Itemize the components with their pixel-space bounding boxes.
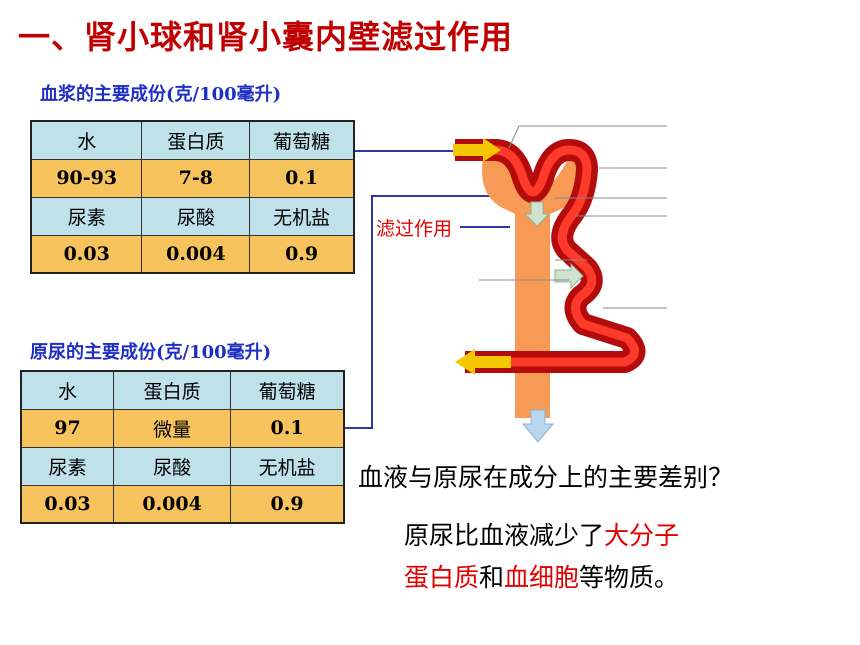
table-row: 水 蛋白质 葡萄糖 xyxy=(30,120,355,160)
question-text: 血液与原尿在成分上的主要差别？ xyxy=(358,463,734,492)
table-cell: 无机盐 xyxy=(249,196,355,236)
table-cell: 7-8 xyxy=(141,158,251,198)
answer-text: 和 xyxy=(479,563,505,592)
answer-line-1: 原尿比血液减少了大分子 xyxy=(404,516,679,552)
renal-tubule xyxy=(515,208,550,418)
table-cell: 0.1 xyxy=(249,158,355,198)
table-row: 尿素 尿酸 无机盐 xyxy=(20,446,345,486)
answer-highlight: 蛋白质 xyxy=(404,563,480,592)
table-cell: 0.03 xyxy=(30,234,143,274)
inflow-arrow-icon xyxy=(453,138,501,162)
table-row: 尿素 尿酸 无机盐 xyxy=(30,196,355,236)
table-cell: 葡萄糖 xyxy=(249,120,355,160)
table-row: 97 微量 0.1 xyxy=(20,408,345,448)
table-cell: 0.03 xyxy=(20,484,115,524)
table-cell: 水 xyxy=(30,120,143,160)
table-cell: 尿酸 xyxy=(141,196,251,236)
answer-highlight: 血细胞 xyxy=(504,563,580,592)
table-row: 0.03 0.004 0.9 xyxy=(30,234,355,274)
answer-text: 等物质。 xyxy=(579,563,680,592)
table-cell: 0.004 xyxy=(113,484,232,524)
urine-caption: 原尿的主要成份(克/100毫升) xyxy=(30,342,272,363)
table-cell: 尿酸 xyxy=(113,446,232,486)
answer-text: 原尿比血液减少了 xyxy=(404,521,605,550)
urine-table: 水 蛋白质 葡萄糖 97 微量 0.1 尿素 尿酸 无机盐 0.03 0.004… xyxy=(20,370,345,524)
slide-title: 一、肾小球和肾小囊内壁滤过作用 xyxy=(18,18,514,56)
table-cell: 无机盐 xyxy=(230,446,345,486)
answer-highlight: 大分子 xyxy=(604,521,680,550)
blood-vessel-core xyxy=(455,145,639,367)
table-cell: 尿素 xyxy=(20,446,115,486)
table-cell: 葡萄糖 xyxy=(230,370,345,410)
table-row: 水 蛋白质 葡萄糖 xyxy=(20,370,345,410)
table-cell: 0.9 xyxy=(230,484,345,524)
table-cell-trace: 微量 xyxy=(113,408,232,448)
table-cell: 0.004 xyxy=(141,234,251,274)
table-cell: 0.9 xyxy=(249,234,355,274)
outflow-arrow-icon xyxy=(455,349,511,375)
table-row: 90-93 7-8 0.1 xyxy=(30,158,355,198)
plasma-table: 水 蛋白质 葡萄糖 90-93 7-8 0.1 尿素 尿酸 无机盐 0.03 0… xyxy=(30,120,355,274)
table-cell: 90-93 xyxy=(30,158,143,198)
table-cell: 尿素 xyxy=(30,196,143,236)
urine-flow-arrow-icon xyxy=(521,409,555,443)
leader-line xyxy=(508,125,520,149)
urine-connector xyxy=(345,195,495,429)
table-cell: 0.1 xyxy=(230,408,345,448)
filtration-label: 滤过作用 xyxy=(376,218,453,240)
reabsorption-arrow-icon xyxy=(554,262,584,290)
table-cell: 蛋白质 xyxy=(113,370,232,410)
nephron-diagram xyxy=(453,125,667,443)
table-cell: 蛋白质 xyxy=(141,120,251,160)
plasma-caption: 血浆的主要成份(克/100毫升) xyxy=(40,84,282,105)
answer-line-2: 蛋白质和血细胞等物质。 xyxy=(404,558,679,594)
table-row: 0.03 0.004 0.9 xyxy=(20,484,345,524)
filtration-arrow-icon xyxy=(523,201,551,227)
table-cell: 水 xyxy=(20,370,115,410)
